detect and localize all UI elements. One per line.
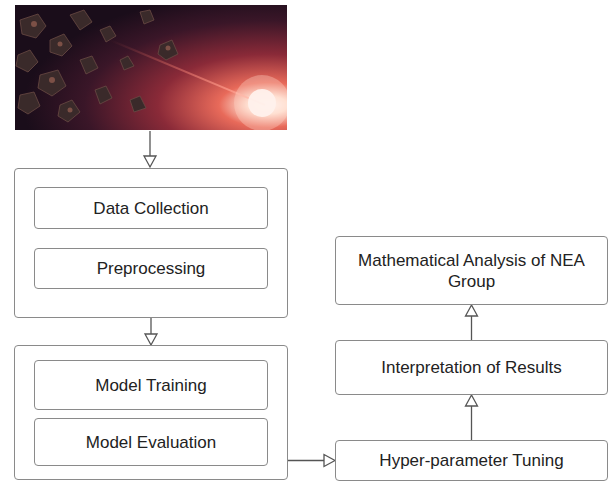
box-label: Hyper-parameter Tuning: [371, 450, 571, 471]
flow-line: [288, 460, 324, 461]
arrow-head: [145, 334, 157, 345]
box-label: Interpretation of Results: [373, 357, 569, 378]
process-box: Interpretation of Results: [335, 340, 608, 395]
space-picture: [15, 5, 287, 130]
box-label: Model Training: [87, 375, 215, 396]
arrow-head: [324, 455, 335, 467]
group-box: Data CollectionPreprocessing: [14, 168, 288, 318]
box-label: Model Evaluation: [78, 432, 224, 453]
flow-arrow: [466, 305, 478, 340]
flow-line: [471, 316, 472, 340]
flow-arrow: [466, 395, 478, 440]
flow-line: [150, 318, 151, 334]
box-label: Data Collection: [85, 198, 216, 219]
process-box: Data Collection: [34, 187, 268, 229]
process-box: Preprocessing: [34, 248, 268, 289]
box-label: Mathematical Analysis of NEA Group: [336, 250, 607, 292]
arrow-head: [466, 395, 478, 406]
flow-arrow: [288, 455, 335, 467]
arrow-head: [466, 305, 478, 316]
process-box: Mathematical Analysis of NEA Group: [335, 236, 608, 305]
flow-arrow: [145, 318, 157, 345]
process-box: Model Evaluation: [34, 418, 268, 466]
flow-line: [471, 406, 472, 440]
process-box: Model Training: [34, 360, 268, 410]
box-label: Preprocessing: [89, 258, 214, 279]
picture-arrow: [144, 131, 156, 167]
group-box: Model TrainingModel Evaluation: [14, 345, 288, 480]
process-box: Hyper-parameter Tuning: [335, 440, 608, 481]
